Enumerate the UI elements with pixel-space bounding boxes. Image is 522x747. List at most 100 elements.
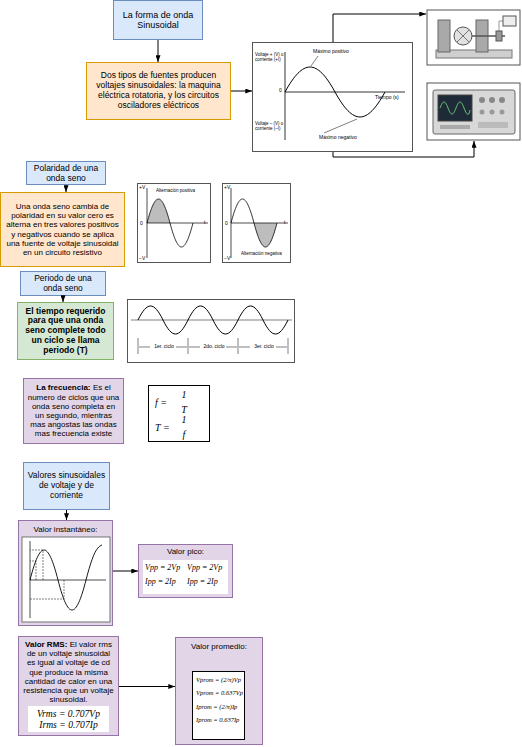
formula-panel: Vrms = 0.707VpIrms = 0.707Ip	[28, 706, 109, 732]
sine-curve	[231, 199, 277, 247]
value-box: Valor instantáneo:	[18, 520, 113, 626]
figure-label: 3er. ciclo	[239, 344, 289, 350]
figure-label: t	[204, 220, 210, 226]
detail-box: Dos tipos de fuentes producen voltajes s…	[86, 62, 231, 120]
term-heading: La frecuencia:	[36, 383, 90, 392]
flow-arrow	[66, 185, 67, 192]
figure-label: t	[284, 220, 290, 226]
box-text: La forma de onda Sinusoidal	[117, 10, 199, 31]
formula-box: Vprom = (2/π)VpVprom = 0.637VpIprom = (2…	[192, 671, 245, 740]
box-text: Dos tipos de fuentes producen voltajes s…	[90, 71, 227, 110]
formula-text: f	[177, 429, 191, 441]
waveform-figure: Voltaje + (V) o corriente (+I) Máximo pos…	[252, 42, 413, 152]
axis	[147, 188, 208, 258]
button-row	[440, 125, 470, 129]
formula-text: 1	[177, 414, 191, 426]
detail-box: Una onda seno cambia de polaridad en su …	[0, 192, 125, 267]
knob	[500, 110, 505, 115]
axis	[30, 541, 106, 618]
flow-arrow	[66, 510, 67, 520]
figure-label: 0	[140, 221, 147, 227]
slip-ring	[496, 31, 502, 41]
flow-arrow	[158, 40, 159, 62]
paragraph: La frecuencia:Es el numero de ciclos que…	[27, 383, 120, 438]
figure-label: Valor pico:	[139, 547, 232, 556]
paragraph: Valor RMS:El valor rms de un voltaje sin…	[22, 640, 115, 704]
magnet-pole	[438, 20, 450, 52]
figure-label: +V	[224, 185, 236, 191]
figure-label: 0	[279, 88, 287, 94]
topic-box: Periodo de una onda seno	[20, 271, 106, 296]
formula-text: 1	[177, 389, 191, 401]
definition-text: Es el numero de ciclos que una onda seno…	[28, 383, 120, 438]
knob	[480, 110, 485, 115]
box-title: Valor promedio:	[176, 642, 262, 651]
figure-label: Alternación positiva	[156, 188, 208, 193]
oscilloscope-body	[433, 90, 515, 134]
term-heading: Valor RMS:	[25, 640, 67, 649]
knob	[499, 97, 505, 103]
definition-box: Valor RMS:El valor rms de un voltaje sin…	[18, 636, 119, 736]
formula-text: Irms = 0.707Ip	[28, 719, 109, 730]
picture-frame	[427, 10, 520, 65]
rotor-coil	[457, 30, 469, 42]
formula-text: T =	[155, 422, 177, 434]
formula-text: Iprom = 0.637Ip	[196, 716, 241, 723]
figure-label: Voltaje – (V) o corriente (–I)	[255, 121, 289, 131]
button-row	[478, 122, 508, 128]
box-title: Valor instantáneo:	[19, 525, 112, 534]
formula-text: Vpp = 2Vp	[145, 563, 187, 572]
polarity-figure: +V Alternación positiva 0 t −V	[137, 183, 211, 263]
flow-arrow	[119, 686, 175, 687]
formula-text: Ipp = 2Ip	[187, 577, 229, 586]
formula-text: Vpp = 2Vp	[187, 563, 229, 572]
sine-curve	[285, 67, 385, 117]
figure-label: +V	[139, 185, 151, 191]
formula-box: f =1TT =1f	[148, 385, 210, 442]
flow-arrow	[231, 91, 252, 92]
flow-arrow	[113, 571, 138, 572]
rotor	[454, 27, 472, 45]
formula-text: Vrms = 0.707Vp	[28, 708, 109, 719]
figure-label: Máximo positivo	[313, 49, 363, 55]
figure-label: 1er. ciclo	[139, 344, 189, 350]
box-text: Valores sinusoidales de voltaje y de cor…	[27, 471, 106, 500]
picture-frame	[427, 83, 520, 140]
formula-text: Vprom = (2/π)Vp	[196, 676, 241, 683]
wire	[499, 21, 503, 31]
topic-box: La forma de onda Sinusoidal	[113, 0, 203, 40]
instant-marker	[30, 550, 64, 599]
formula-text: Ipp = 2Ip	[145, 577, 187, 586]
value-box: Valor pico:Vpp = 2VpVpp = 2VpIpp = 2IpIp…	[138, 544, 233, 598]
axis	[131, 320, 292, 321]
sine-curve	[30, 545, 102, 610]
box-text: Una onda seno cambia de polaridad en su …	[4, 202, 121, 257]
definition-box: El tiempo requerido para que una onda se…	[17, 302, 114, 360]
formula-text: T	[177, 404, 191, 416]
meter	[503, 16, 516, 26]
value-box: Valor promedio: Vprom = (2/π)VpVprom = 0.…	[175, 637, 263, 745]
topic-box: Polaridad de una onda seno	[26, 161, 106, 185]
sine-curve	[138, 306, 288, 334]
figure-label: Voltaje + (V) o corriente (+I)	[255, 52, 289, 62]
wire	[333, 14, 426, 42]
figure-label: 0	[225, 221, 232, 227]
formula-text: f =	[155, 397, 177, 409]
wire	[333, 141, 474, 157]
cycles-figure: 1er. ciclo2do. ciclo3er. ciclo	[127, 299, 295, 363]
figure-label: −V	[139, 256, 151, 262]
polarity-figure: +V0t−VAlternación negativa	[222, 183, 291, 263]
axis	[231, 188, 288, 258]
box-text: El tiempo requerido para que una onda se…	[21, 307, 110, 356]
topic-box: Valores sinusoidales de voltaje y de cor…	[23, 462, 110, 510]
sine-curve	[147, 199, 193, 247]
figure-label: Máximo negativo	[319, 135, 369, 141]
figure-label: 2do. ciclo	[189, 344, 239, 350]
oscilloscope-screen	[438, 95, 472, 121]
leader-line	[311, 56, 357, 133]
flow-arrow	[63, 296, 64, 302]
plot-frame	[22, 537, 110, 622]
